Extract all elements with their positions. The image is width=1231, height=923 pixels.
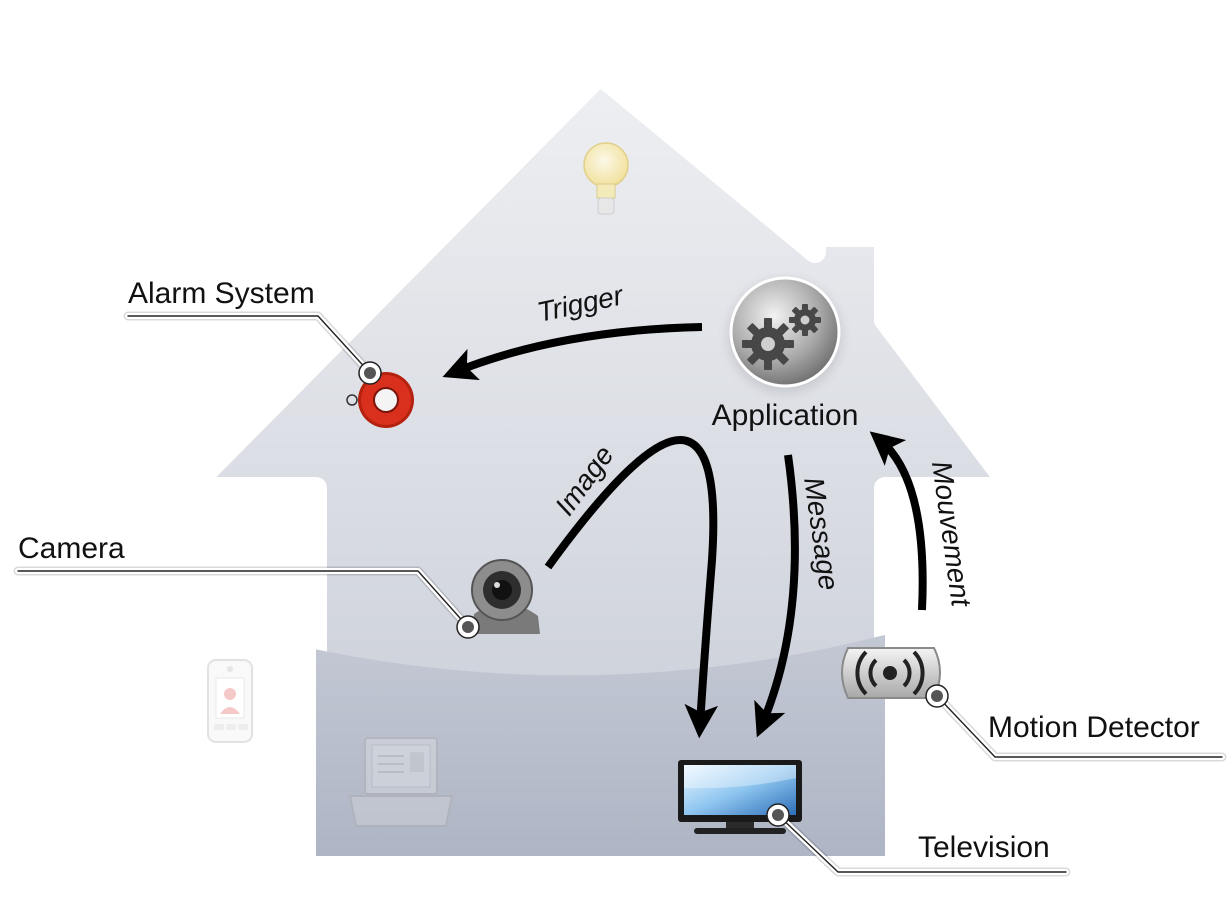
camera-connector-dot	[456, 615, 480, 639]
phone-icon	[207, 659, 253, 743]
laptop-icon	[348, 737, 454, 827]
leader-lines	[13, 311, 1227, 877]
mouvement-arrow	[869, 431, 927, 611]
camera-label: Camera	[18, 532, 125, 565]
message-arrow	[754, 454, 799, 738]
alarm-connector-dot	[358, 361, 382, 385]
television-label: Television	[918, 831, 1050, 864]
motion-connector-dot	[925, 684, 949, 708]
motion-sensor-icon	[841, 647, 941, 699]
flow-arrows	[442, 323, 927, 739]
application-label: Application	[712, 399, 859, 432]
house	[173, 57, 1029, 873]
alarm-system-label: Alarm System	[128, 277, 315, 310]
image-arrow	[544, 435, 719, 739]
gears-icon	[729, 276, 841, 392]
webcam-icon	[471, 559, 540, 634]
trigger-arrow	[442, 323, 703, 381]
motion-detector-label: Motion Detector	[988, 711, 1200, 744]
tv-connector-dot	[766, 803, 790, 827]
light-bulb-icon	[583, 142, 629, 215]
alarm-bell-icon	[346, 372, 414, 428]
connector-dots	[358, 361, 949, 827]
